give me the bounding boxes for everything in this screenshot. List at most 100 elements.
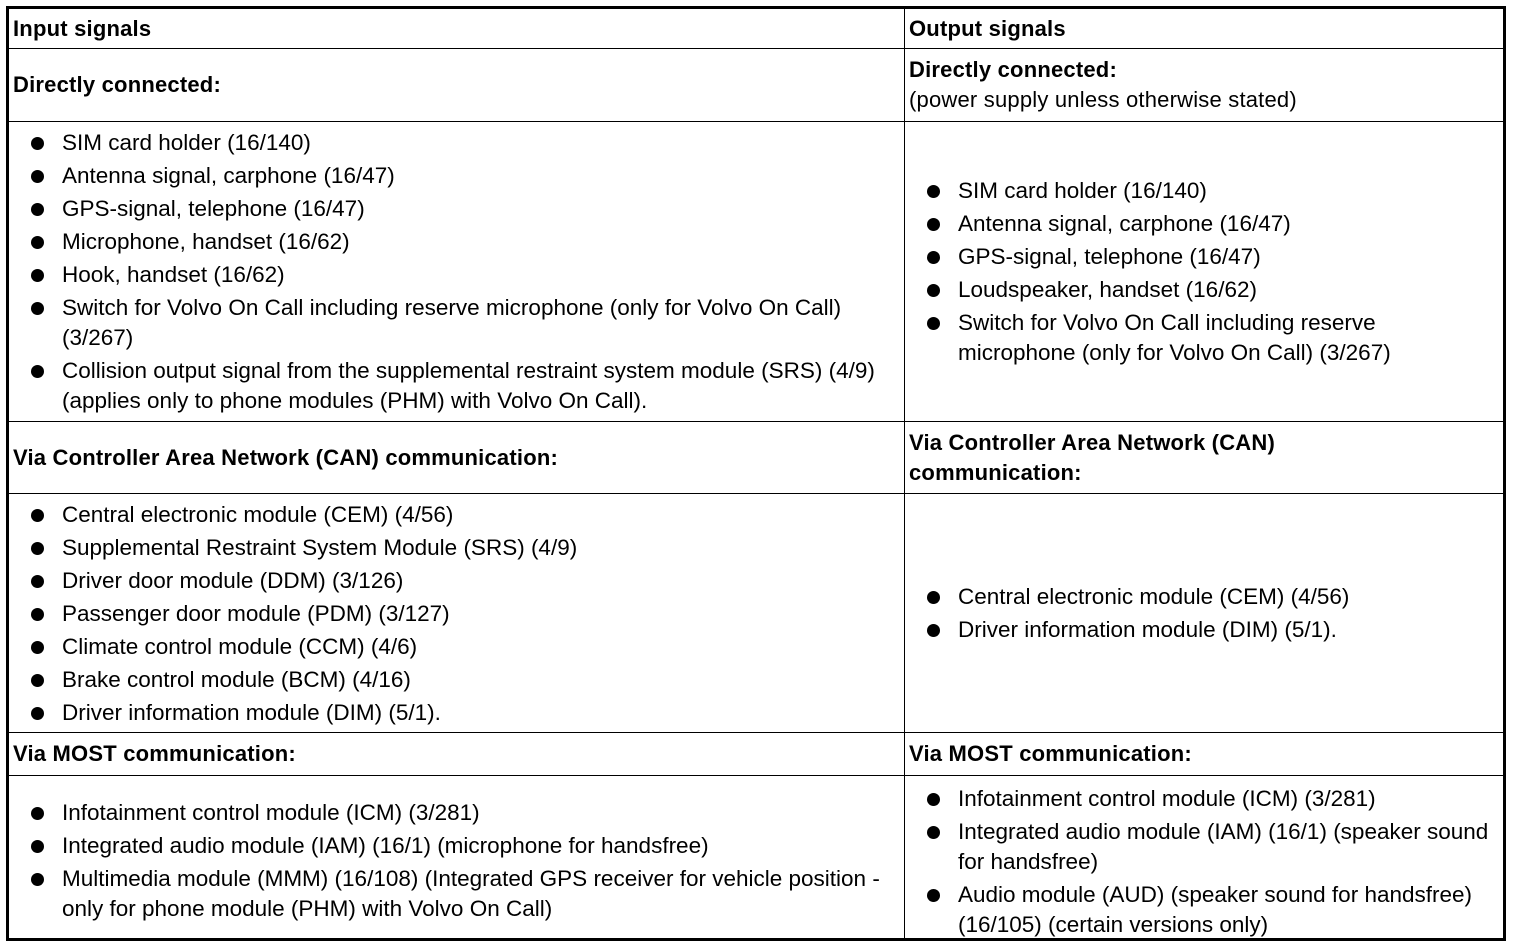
section-items-row: Infotainment control module (ICM) (3/281… [9,776,1503,938]
list-item: Supplemental Restraint System Module (SR… [9,533,904,563]
section-heading-text: Via Controller Area Network (CAN) commun… [13,444,559,470]
input-items-cell: Central electronic module (CEM) (4/56) Su… [9,494,905,732]
output-item-list: Central electronic module (CEM) (4/56) Dr… [905,582,1503,648]
output-items-cell: Infotainment control module (ICM) (3/281… [905,776,1503,938]
list-item: Infotainment control module (ICM) (3/281… [905,784,1503,814]
bullet-icon [31,807,44,820]
output-item-list: SIM card holder (16/140)Antenna signal, … [905,176,1503,371]
output-section-heading: Via Controller Area Network (CAN) commun… [905,422,1503,493]
output-item-list: Infotainment control module (ICM) (3/281… [905,784,1503,943]
input-signals-title: Input signals [13,15,152,41]
list-item-text: GPS-signal, telephone (16/47) [958,244,1261,269]
list-item: Microphone, handset (16/62) [9,227,904,257]
list-item-text: Integrated audio module (IAM) (16/1) (mi… [62,833,709,858]
list-item: Central electronic module (CEM) (4/56) [9,500,904,530]
section-heading-text: Directly connected: [13,72,221,97]
input-section-heading: Directly connected: [9,49,905,121]
list-item: Integrated audio module (IAM) (16/1) (mi… [9,831,904,861]
list-item: Infotainment control module (ICM) (3/281… [9,798,904,828]
list-item: Brake control module (BCM) (4/16) [9,665,904,695]
list-item-text: Driver information module (DIM) (5/1). [62,700,441,725]
list-item-text: Antenna signal, carphone (16/47) [958,211,1291,236]
list-item-text: Brake control module (BCM) (4/16) [62,667,411,692]
section-heading-text: Via Controller Area Network (CAN) commun… [909,429,1276,485]
list-item: Loudspeaker, handset (16/62) [905,275,1503,305]
bullet-icon [31,674,44,687]
input-item-list: Central electronic module (CEM) (4/56) Su… [9,500,904,731]
input-item-list: SIM card holder (16/140) Antenna signal, … [9,128,904,419]
bullet-icon [927,251,940,264]
list-item: Collision output signal from the supplem… [9,356,904,416]
bullet-icon [31,707,44,720]
list-item-text: SIM card holder (16/140) [62,130,311,155]
bullet-icon [31,365,44,378]
input-section-heading: Via MOST communication: [9,733,905,775]
list-item: Hook, handset (16/62) [9,260,904,290]
bullet-icon [31,236,44,249]
bullet-icon [927,185,940,198]
bullet-icon [31,542,44,555]
bullet-icon [31,137,44,150]
list-item-text: Central electronic module (CEM) (4/56) [62,502,454,527]
list-item: GPS-signal, telephone (16/47) [905,242,1503,272]
list-item: Passenger door module (PDM) (3/127) [9,599,904,629]
list-item-text: Driver door module (DDM) (3/126) [62,568,404,593]
bullet-icon [31,269,44,282]
list-item: Climate control module (CCM) (4/6) [9,632,904,662]
bullet-icon [31,608,44,621]
list-item: Driver door module (DDM) (3/126) [9,566,904,596]
list-item: Antenna signal, carphone (16/47) [905,209,1503,239]
section-heading-row: Via MOST communication: Via MOST communi… [9,733,1503,776]
section-heading-text: Directly connected: [909,57,1117,82]
list-item-text: Hook, handset (16/62) [62,262,285,287]
list-item: Switch for Volvo On Call including reser… [905,308,1503,368]
bullet-icon [927,591,940,604]
signals-table: Input signals Output signals Directly co… [6,6,1506,941]
list-item-text: Infotainment control module (ICM) (3/281… [62,800,480,825]
list-item: Audio module (AUD) (speaker sound for ha… [905,880,1503,940]
output-items-cell: SIM card holder (16/140)Antenna signal, … [905,122,1503,421]
list-item-text: Collision output signal from the supplem… [62,358,875,413]
list-item: Central electronic module (CEM) (4/56) [905,582,1503,612]
bullet-icon [31,840,44,853]
input-items-cell: SIM card holder (16/140) Antenna signal, … [9,122,905,421]
list-item: Multimedia module (MMM) (16/108) (Integr… [9,864,904,924]
list-item-text: Multimedia module (MMM) (16/108) (Integr… [62,866,880,921]
list-item: Driver information module (DIM) (5/1). [905,615,1503,645]
table-header-row: Input signals Output signals [9,9,1503,49]
section-heading-row: Directly connected: Directly connected: … [9,49,1503,122]
list-item: Integrated audio module (IAM) (16/1) (sp… [905,817,1503,877]
list-item-text: Integrated audio module (IAM) (16/1) (sp… [958,819,1489,874]
list-item-text: Central electronic module (CEM) (4/56) [958,584,1350,609]
list-item: GPS-signal, telephone (16/47) [9,194,904,224]
bullet-icon [31,509,44,522]
bullet-icon [31,302,44,315]
bullet-icon [31,203,44,216]
bullet-icon [927,793,940,806]
list-item-text: Switch for Volvo On Call including reser… [62,295,842,350]
section-items-row: Central electronic module (CEM) (4/56) Su… [9,494,1503,733]
input-signals-header: Input signals [9,9,905,48]
bullet-icon [31,170,44,183]
list-item-text: Loudspeaker, handset (16/62) [958,277,1257,302]
bullet-icon [31,641,44,654]
bullet-icon [31,873,44,886]
bullet-icon [927,317,940,330]
input-item-list: Infotainment control module (ICM) (3/281… [9,798,904,927]
output-signals-header: Output signals [905,9,1503,48]
list-item: Switch for Volvo On Call including reser… [9,293,904,353]
list-item: Driver information module (DIM) (5/1). [9,698,904,728]
output-section-heading: Via MOST communication: [905,733,1503,775]
list-item-text: Driver information module (DIM) (5/1). [958,617,1337,642]
list-item-text: Switch for Volvo On Call including reser… [958,310,1391,365]
bullet-icon [927,218,940,231]
section-heading-row: Via Controller Area Network (CAN) commun… [9,422,1503,494]
list-item-text: Infotainment control module (ICM) (3/281… [958,786,1376,811]
section-heading-text: Via MOST communication: [909,741,1192,766]
list-item-text: GPS-signal, telephone (16/47) [62,196,365,221]
section-heading-text: Via MOST communication: [13,741,296,766]
list-item: Antenna signal, carphone (16/47) [9,161,904,191]
output-items-cell: Central electronic module (CEM) (4/56) Dr… [905,494,1503,732]
bullet-icon [927,889,940,902]
output-section-heading: Directly connected: (power supply unless… [905,49,1503,121]
